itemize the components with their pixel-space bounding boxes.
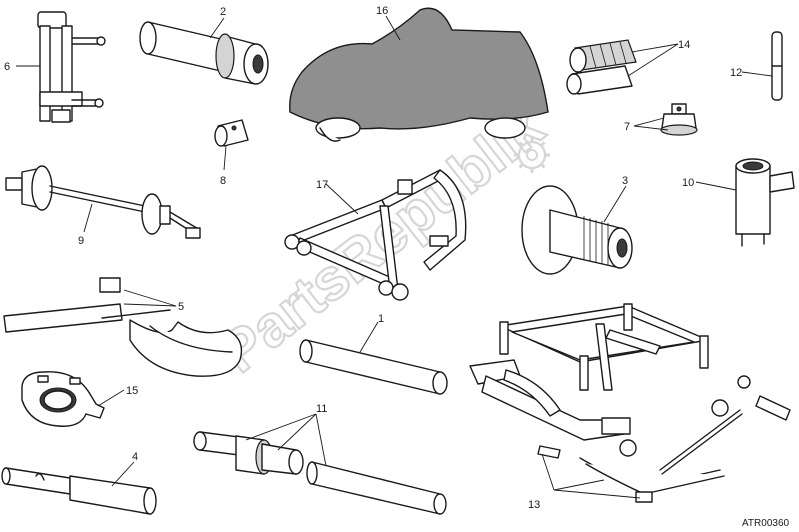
- part-10-socket-tool: [735, 158, 795, 247]
- callout-16: 16: [376, 5, 388, 17]
- part-14-sleeve-set: [566, 39, 637, 95]
- callout-10: 10: [682, 177, 694, 189]
- part-16-motorcycle-cover: [289, 7, 549, 142]
- callout-6: 6: [4, 61, 10, 73]
- part-3-threaded-drift: [521, 185, 633, 275]
- part-4-drift-rod: [1, 467, 157, 515]
- part-6-bearing-puller-frame: [37, 11, 106, 123]
- callout-14: 14: [678, 39, 690, 51]
- callout-12: 12: [730, 67, 742, 79]
- gear-icon: [514, 137, 550, 173]
- callout-labels: 1 2 3 4 5 6 7 8 9 10 11 12 13 14 15 16 1…: [4, 5, 742, 511]
- callout-5: 5: [178, 301, 184, 313]
- reference-code: ATR00360: [742, 518, 790, 529]
- callout-2: 2: [220, 6, 226, 18]
- part-8-collar: [214, 119, 249, 147]
- part-11-adaptor-set: [193, 431, 447, 515]
- callout-15: 15: [126, 385, 138, 397]
- callout-13: 13: [528, 499, 540, 511]
- leader-lines: [16, 15, 773, 499]
- callout-11: 11: [316, 403, 327, 415]
- callout-8: 8: [220, 175, 226, 187]
- part-5-wrench: [3, 277, 243, 377]
- callout-4: 4: [132, 451, 138, 463]
- part-9-puller-shaft: [5, 165, 201, 239]
- part-13-lift-stand: [469, 303, 791, 503]
- part-2-drift-tool: [139, 21, 269, 85]
- callout-7: 7: [624, 121, 630, 133]
- part-12-pin: [771, 31, 783, 101]
- callout-1: 1: [378, 313, 384, 325]
- part-7-adaptor: [660, 103, 698, 136]
- part-15-ring-spanner: [21, 371, 105, 427]
- part-1-rod: [299, 339, 448, 395]
- part-17-rear-stand: [284, 169, 467, 301]
- callout-9: 9: [78, 235, 84, 247]
- callout-17: 17: [316, 179, 328, 191]
- callout-3: 3: [622, 175, 628, 187]
